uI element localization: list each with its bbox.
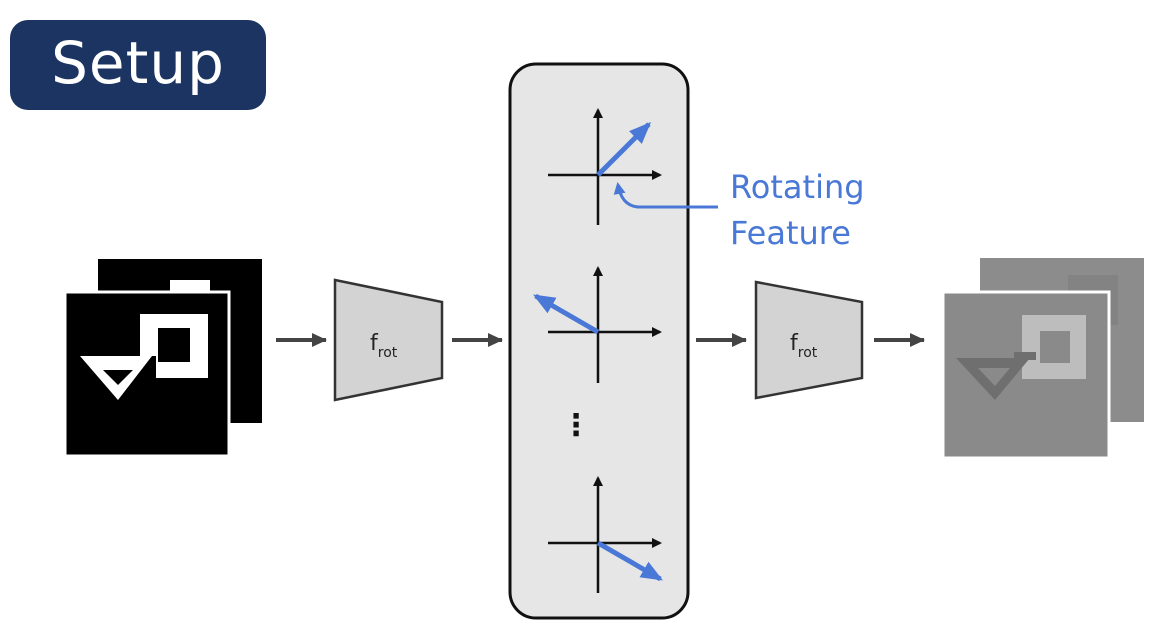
feature-axis-1 <box>548 108 662 225</box>
title-box: Setup <box>10 20 266 110</box>
page-title: Setup <box>51 29 225 97</box>
input-image-stack <box>63 259 262 458</box>
decoder-network: frot <box>754 280 864 400</box>
ellipsis: ⋮ <box>561 408 591 443</box>
annotation-line-1: Rotating <box>730 168 865 206</box>
rotating-feature-annotation: Rotating Feature <box>613 168 865 252</box>
encoder-network: frot <box>333 278 444 402</box>
input-image-shape <box>80 314 208 400</box>
output-image-shape <box>956 315 1086 400</box>
decoder-label: frot <box>790 331 818 361</box>
feature-axis-3 <box>548 476 663 593</box>
output-image-stack <box>941 258 1144 460</box>
annotation-line-2: Feature <box>730 214 851 252</box>
encoder-label: frot <box>370 331 398 361</box>
feature-axis-2 <box>533 266 662 383</box>
